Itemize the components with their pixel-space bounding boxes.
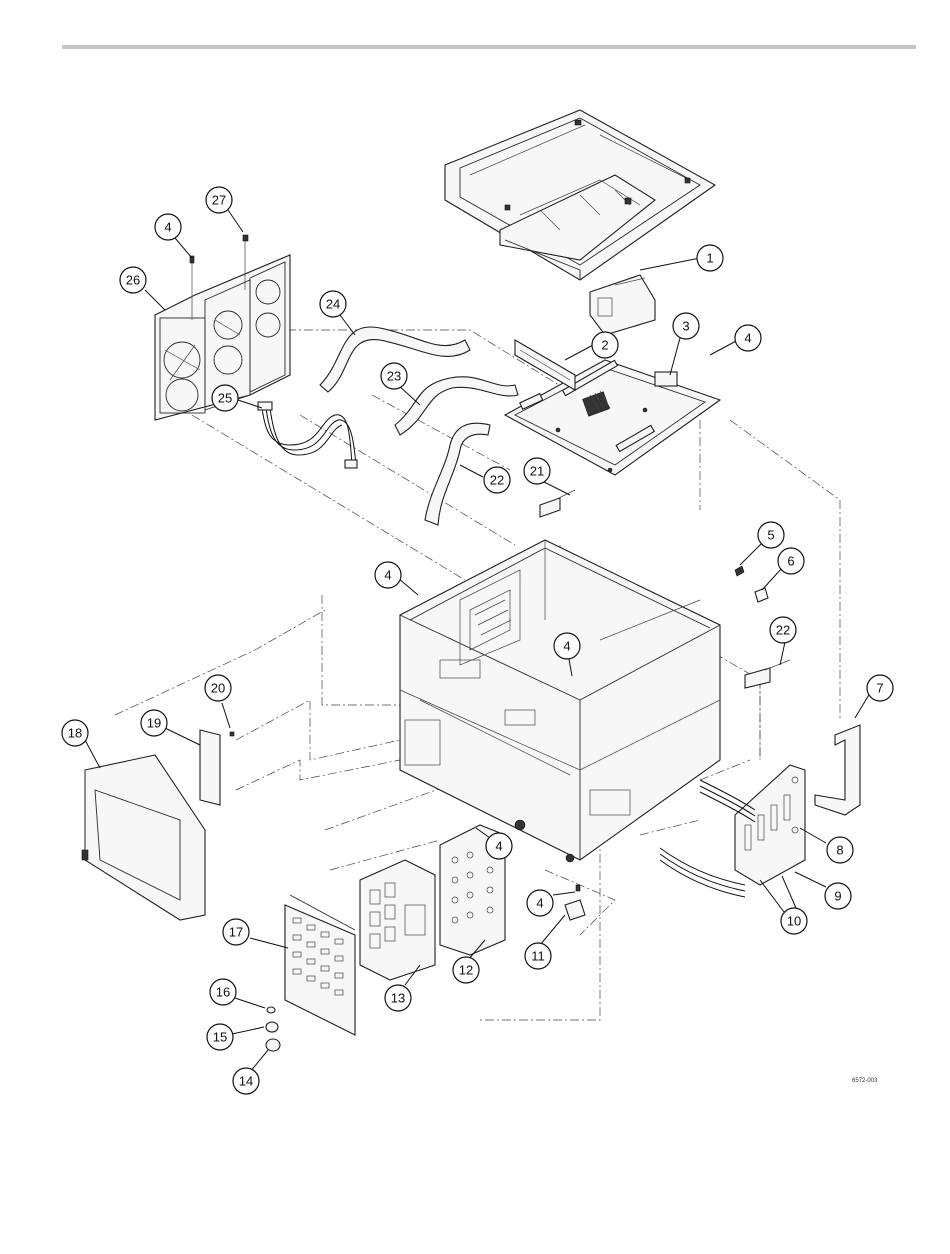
svg-text:5: 5 <box>767 528 774 543</box>
callout: 26 <box>120 267 146 293</box>
svg-text:4: 4 <box>536 896 543 911</box>
board-13 <box>360 860 435 980</box>
callout: 16 <box>210 979 236 1005</box>
figure-id: 6572-003 <box>852 1078 878 1084</box>
callout: 2 <box>592 332 618 358</box>
callout: 6 <box>778 548 804 574</box>
callout: 25 <box>212 385 238 411</box>
callout: 14 <box>233 1068 259 1094</box>
main-chassis <box>400 540 720 862</box>
svg-text:9: 9 <box>834 889 841 904</box>
callout: 19 <box>141 710 167 736</box>
callout: 4 <box>155 214 181 240</box>
svg-text:26: 26 <box>126 273 140 288</box>
callout: 4 <box>554 633 580 659</box>
svg-text:21: 21 <box>530 464 544 479</box>
svg-text:23: 23 <box>387 369 401 384</box>
svg-text:20: 20 <box>211 681 225 696</box>
callout: 9 <box>825 883 851 909</box>
callout: 3 <box>673 313 699 339</box>
svg-text:4: 4 <box>744 331 751 346</box>
svg-text:7: 7 <box>876 681 883 696</box>
svg-text:16: 16 <box>216 985 230 1000</box>
svg-text:27: 27 <box>212 193 226 208</box>
board-19 <box>200 730 234 805</box>
svg-text:22: 22 <box>776 623 790 638</box>
callout: 22 <box>770 617 796 643</box>
svg-text:2: 2 <box>601 338 608 353</box>
bracket-11 <box>565 885 585 920</box>
svg-text:6: 6 <box>787 554 794 569</box>
svg-text:25: 25 <box>218 391 232 406</box>
svg-text:11: 11 <box>531 949 545 964</box>
daughter-card <box>515 340 575 390</box>
cable-7 <box>815 725 860 815</box>
callout: 21 <box>524 458 550 484</box>
callout: 13 <box>385 985 411 1011</box>
svg-text:4: 4 <box>384 568 391 583</box>
callout: 4 <box>375 562 401 588</box>
svg-text:10: 10 <box>787 914 801 929</box>
callout: 24 <box>320 291 346 317</box>
callout: 7 <box>867 675 893 701</box>
callout: 17 <box>223 919 249 945</box>
callout: 12 <box>453 957 479 983</box>
callout: 1 <box>697 245 723 271</box>
front-panel-17 <box>285 895 355 1035</box>
ribbon-cables <box>320 327 518 525</box>
wire-harness-25 <box>258 402 357 468</box>
svg-text:8: 8 <box>836 843 843 858</box>
callout: 27 <box>206 187 232 213</box>
callout: 10 <box>781 908 807 934</box>
callout: 8 <box>827 837 853 863</box>
callout: 15 <box>207 1024 233 1050</box>
callout: 23 <box>381 363 407 389</box>
svg-text:3: 3 <box>682 319 689 334</box>
option-card <box>590 275 655 335</box>
svg-text:17: 17 <box>229 925 243 940</box>
callout: 4 <box>486 833 512 859</box>
svg-text:19: 19 <box>147 716 161 731</box>
svg-text:4: 4 <box>164 220 171 235</box>
callout: 22 <box>484 467 510 493</box>
svg-text:18: 18 <box>68 726 82 741</box>
callout: 4 <box>735 325 761 351</box>
svg-text:13: 13 <box>391 991 405 1006</box>
callout: 11 <box>525 943 551 969</box>
callout: 18 <box>62 720 88 746</box>
svg-text:4: 4 <box>563 639 570 654</box>
callout: 20 <box>205 675 231 701</box>
svg-text:1: 1 <box>706 251 713 266</box>
display-bezel <box>82 755 205 920</box>
svg-text:14: 14 <box>239 1074 253 1089</box>
svg-text:24: 24 <box>326 297 340 312</box>
svg-text:4: 4 <box>495 839 502 854</box>
svg-text:15: 15 <box>213 1030 227 1045</box>
callout: 5 <box>758 522 784 548</box>
svg-text:22: 22 <box>490 473 504 488</box>
top-chassis-tray <box>445 110 715 280</box>
callout: 4 <box>527 890 553 916</box>
knobs <box>266 1007 280 1051</box>
svg-text:12: 12 <box>459 963 473 978</box>
